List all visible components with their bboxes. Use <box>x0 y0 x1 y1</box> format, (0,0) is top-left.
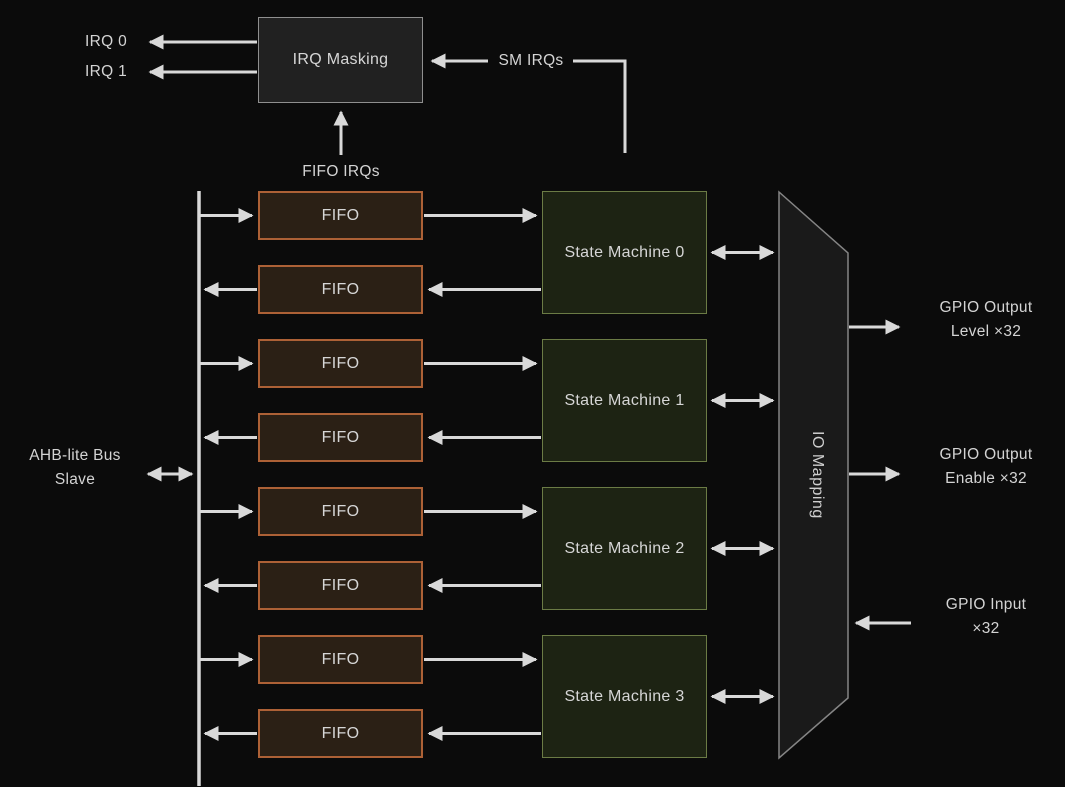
rx-fifo-0: FIFO <box>258 265 423 314</box>
rx-fifo-1: FIFO <box>258 413 423 462</box>
gpio-input-label: GPIO Input ×32 <box>906 593 1065 641</box>
rx-fifo-3: FIFO <box>258 709 423 758</box>
tx-fifo-1: FIFO <box>258 339 423 388</box>
gpio-output-enable-line2: Enable ×32 <box>945 470 1027 487</box>
state-machine-0-label: State Machine 0 <box>564 243 685 261</box>
fifo-label: FIFO <box>321 354 360 372</box>
gpio-output-level-line2: Level ×32 <box>950 323 1022 340</box>
fifo-label: FIFO <box>321 206 360 224</box>
ahb-label-line2: Slave <box>54 471 96 488</box>
sm-irqs-elbow-line <box>573 59 627 153</box>
gpio-input-line1: GPIO Input <box>945 596 1027 613</box>
state-machine-2-label: State Machine 2 <box>564 539 685 557</box>
tx-fifo-0: FIFO <box>258 191 423 240</box>
state-machine-1-label: State Machine 1 <box>564 391 685 409</box>
io-mapping-label: IO Mapping <box>809 431 826 519</box>
gpio-input-line2: ×32 <box>972 620 1000 637</box>
state-machine-0-block: State Machine 0 <box>542 191 707 314</box>
fifo-label: FIFO <box>321 724 360 742</box>
gpio-output-level-label: GPIO Output Level ×32 <box>906 296 1065 344</box>
gpio-output-level-line1: GPIO Output <box>939 299 1033 316</box>
gpio-output-enable-line1: GPIO Output <box>939 446 1033 463</box>
io-mapping-shape <box>778 190 849 760</box>
irq1-label: IRQ 1 <box>85 63 127 80</box>
irq-masking-block: IRQ Masking <box>258 17 423 103</box>
fifo-label: FIFO <box>321 576 360 594</box>
tx-fifo-3: FIFO <box>258 635 423 684</box>
fifo-label: FIFO <box>321 280 360 298</box>
fifo-irqs-label: FIFO IRQs <box>302 163 380 180</box>
irq0-label: IRQ 0 <box>85 33 127 50</box>
rx-fifo-2: FIFO <box>258 561 423 610</box>
tx-fifo-2: FIFO <box>258 487 423 536</box>
fifo-label: FIFO <box>321 650 360 668</box>
state-machine-3-block: State Machine 3 <box>542 635 707 758</box>
gpio-output-enable-label: GPIO Output Enable ×32 <box>906 443 1065 491</box>
state-machine-1-block: State Machine 1 <box>542 339 707 462</box>
irq-masking-label: IRQ Masking <box>292 51 389 68</box>
ahb-label-line1: AHB-lite Bus <box>29 447 121 464</box>
sm-irqs-label: SM IRQs <box>498 52 564 69</box>
fifo-label: FIFO <box>321 502 360 520</box>
ahb-bus-slave-label: AHB-lite Bus Slave <box>10 444 140 492</box>
state-machine-3-label: State Machine 3 <box>564 687 685 705</box>
fifo-label: FIFO <box>321 428 360 446</box>
state-machine-2-block: State Machine 2 <box>542 487 707 610</box>
